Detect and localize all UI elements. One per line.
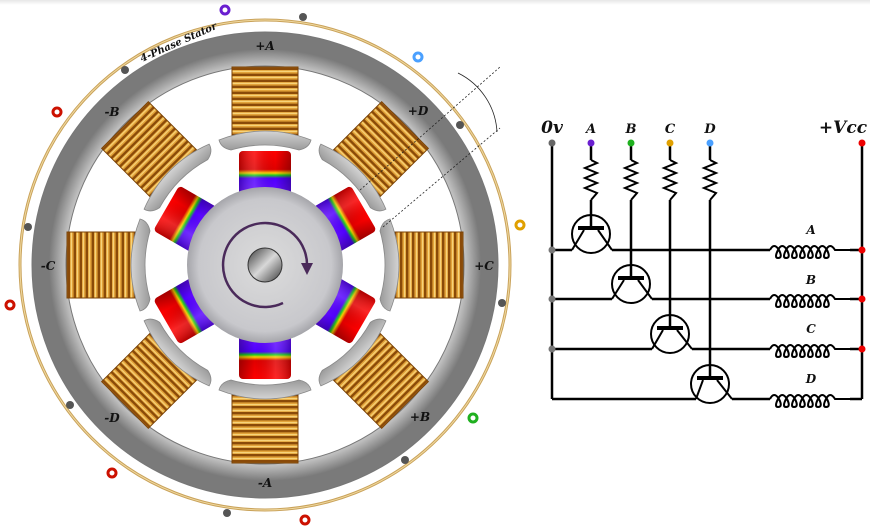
coil-b	[769, 294, 850, 309]
coil-label: A	[805, 223, 815, 237]
rotation-arrow-icon	[221, 221, 309, 309]
terminal-phase-b[interactable]	[467, 412, 479, 424]
ground-terminal[interactable]	[548, 139, 556, 147]
transistor-b	[611, 264, 653, 304]
terminal-common[interactable]	[106, 467, 118, 479]
junction	[121, 66, 129, 74]
coil-label: C	[806, 322, 816, 336]
terminal-phase-c[interactable]	[514, 219, 526, 231]
pole-pitch-dimension	[359, 66, 501, 228]
input-a-terminal[interactable]	[587, 139, 595, 147]
input-c-terminal[interactable]	[666, 139, 674, 147]
input-d-terminal[interactable]	[706, 139, 714, 147]
vcc-terminal[interactable]	[858, 139, 866, 147]
transistor-d	[690, 364, 733, 404]
pole-label: +A	[255, 39, 274, 53]
input-label: C	[665, 122, 676, 137]
top-edge	[0, 0, 870, 5]
circuit-nodes	[548, 139, 866, 353]
coil-c	[769, 344, 850, 359]
terminal-common[interactable]	[4, 299, 16, 311]
input-label: B	[625, 122, 637, 137]
terminal-common[interactable]	[299, 514, 311, 526]
shaft	[247, 247, 283, 283]
coil-label: B	[805, 273, 816, 287]
terminal-common[interactable]	[51, 106, 63, 118]
motor	[4, 4, 526, 526]
transistor-c	[650, 314, 693, 354]
supply-label: +Vcc	[819, 118, 868, 138]
input-label: D	[703, 122, 716, 137]
input-label: A	[584, 122, 596, 137]
ground-label: 0v	[541, 118, 564, 138]
coil-a	[769, 245, 850, 260]
pole-label: -B	[104, 105, 119, 119]
pole-label: +D	[408, 104, 429, 118]
stator-ring	[32, 32, 498, 498]
coil-label: D	[805, 372, 817, 386]
pole-label: +C	[474, 259, 494, 273]
terminals	[4, 4, 526, 526]
terminal-phase-d[interactable]	[412, 51, 424, 63]
transistor-a	[571, 214, 613, 254]
driver-circuit	[550, 145, 864, 409]
input-b-terminal[interactable]	[627, 139, 635, 147]
pole-label: -C	[41, 259, 56, 273]
coil-d	[769, 394, 850, 409]
pole-label: -A	[258, 476, 272, 490]
pole-label: +B	[410, 410, 430, 424]
pole-label: -D	[104, 411, 120, 425]
terminal-phase-a[interactable]	[219, 4, 231, 16]
